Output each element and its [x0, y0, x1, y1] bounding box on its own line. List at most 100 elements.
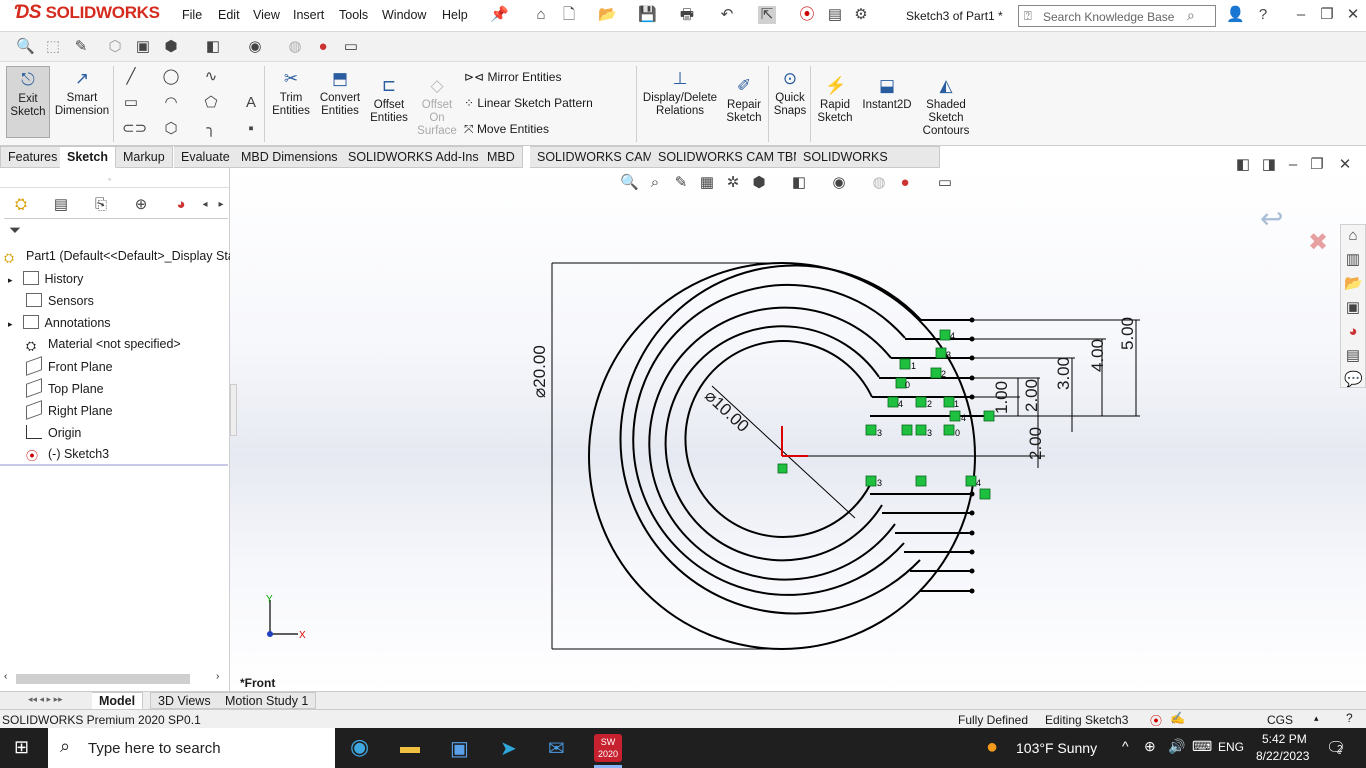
tab-markup[interactable]: Markup — [116, 146, 173, 168]
weather-sun-icon[interactable]: ● — [986, 736, 999, 758]
monitor-icon[interactable]: ▭ — [343, 38, 359, 55]
tab-3d-views[interactable]: 3D Views — [150, 692, 219, 709]
spline-icon[interactable]: ∿ — [204, 68, 218, 85]
notification-icon[interactable]: 🗨 — [1326, 740, 1347, 757]
language-indicator[interactable]: ENG — [1218, 740, 1245, 754]
feature-tree-icon[interactable]: ⛭ — [14, 196, 27, 213]
slot-icon[interactable]: ⊂⊃ — [122, 120, 148, 137]
select-arrow-icon[interactable]: ⇱ — [758, 6, 776, 24]
options-gear-icon[interactable]: ⚙ — [854, 6, 868, 23]
configuration-manager-icon[interactable]: ⎘ — [94, 196, 107, 213]
previous-view-icon[interactable]: ✎ — [674, 174, 688, 191]
sw-resources-icon[interactable]: ⌂ — [1348, 227, 1358, 244]
tray-chevron-icon[interactable]: ^ — [1122, 738, 1129, 754]
text-icon[interactable]: A — [245, 94, 256, 111]
menu-file[interactable]: File — [182, 8, 203, 22]
tree-root-part1[interactable]: ⛭Part1 (Default<<Default>_Display Sta — [4, 249, 235, 265]
fillet-icon[interactable]: ╮ — [206, 120, 216, 137]
minimize-icon[interactable]: – — [1296, 6, 1306, 23]
line-icon[interactable]: ╱ — [126, 68, 136, 85]
tree-item-material[interactable]: ⛭Material <not specified> — [26, 337, 181, 353]
tab-solidworks-add-ins[interactable]: SOLIDWORKS Add-Ins — [341, 146, 487, 168]
move-entities-button[interactable]: ⤧ Move Entities — [464, 122, 549, 136]
tab-model[interactable]: Model — [92, 692, 144, 709]
telegram-icon[interactable]: ➤ — [500, 738, 517, 760]
offset-on-surface-button[interactable]: ◇Offset On Surface — [417, 76, 457, 137]
view-settings-icon[interactable]: ▭ — [937, 174, 953, 191]
hide-show-icon[interactable]: ◉ — [248, 38, 262, 55]
instant2d-button[interactable]: ⬓Instant2D — [862, 76, 912, 111]
apply-scene-icon[interactable]: ● — [900, 174, 910, 191]
spiral-arc-2[interactable] — [664, 325, 883, 562]
unit-system[interactable]: CGS — [1267, 713, 1294, 727]
tree-item-sensors[interactable]: Sensors — [26, 293, 94, 308]
help-status-icon[interactable]: ? — [1346, 711, 1353, 725]
menu-view[interactable]: View — [253, 8, 280, 22]
scroll-right-arrow[interactable]: › — [216, 671, 220, 682]
zoom-to-area-icon[interactable]: ⌕ — [650, 174, 660, 191]
spiral-arc-4[interactable] — [632, 283, 906, 596]
dim-2-00-lower[interactable]: 2.00 — [1026, 426, 1045, 460]
circle-icon[interactable]: ◯ — [162, 68, 180, 85]
menu-tools[interactable]: Tools — [339, 8, 369, 22]
property-manager-icon[interactable]: ▤ — [53, 196, 69, 213]
network-icon[interactable]: ⊕ — [1144, 738, 1156, 754]
scroll-thumb[interactable] — [16, 674, 190, 684]
dim-diameter-20[interactable]: ⌀20.00 — [530, 345, 549, 398]
polygon-icon[interactable]: ⬠ — [204, 94, 218, 111]
save-icon[interactable]: 💾 — [638, 6, 657, 23]
scroll-left-arrow[interactable]: ‹ — [4, 671, 8, 682]
horizontal-scrollbar[interactable]: ‹ › — [2, 671, 228, 687]
menu-window[interactable]: Window — [382, 8, 427, 22]
new-document-icon[interactable]: 🗋 — [562, 6, 576, 23]
tab-mbd-dimensions[interactable]: MBD Dimensions — [234, 146, 346, 168]
spiral-arc-3[interactable] — [648, 306, 896, 581]
rebuild-traffic-light-icon[interactable]: ⦿ — [799, 6, 815, 23]
tab-evaluate[interactable]: Evaluate — [174, 146, 238, 168]
panel-collapse-handle[interactable] — [230, 384, 237, 436]
edit-appearance-icon[interactable]: ◍ — [288, 38, 302, 55]
arc-icon[interactable]: ◠ — [164, 94, 178, 111]
dim-1-00[interactable]: 1.00 — [992, 380, 1011, 414]
linear-sketch-pattern-button[interactable]: ⁘ Linear Sketch Pattern — [464, 96, 593, 110]
view-icon[interactable]: ⬡ — [108, 38, 122, 55]
spiral-arc-5[interactable] — [619, 264, 922, 615]
menu-help[interactable]: Help — [442, 8, 468, 22]
tree-item-front-plane[interactable]: Front Plane — [26, 356, 113, 376]
doc-minimize-icon[interactable]: – — [1288, 156, 1298, 173]
view-palette-icon[interactable]: ▣ — [1345, 299, 1361, 316]
custom-properties-icon[interactable]: ▤ — [1345, 347, 1361, 364]
dimxpert-icon[interactable]: ⊕ — [134, 196, 148, 213]
search-icon[interactable]: ⌕ — [1187, 7, 1195, 23]
tile-right-icon[interactable]: ◨ — [1261, 156, 1277, 173]
scroll-right-icon[interactable]: ▸ — [218, 199, 224, 210]
zoom-area-icon[interactable]: ⬚ — [45, 38, 61, 55]
rollback-bar[interactable] — [0, 464, 228, 466]
graphics-area[interactable]: 🔍 ⌕ ✎ ▦ ✲ ⬢ ◧ ◉ ◍ ● ▭ ◧ ◨ – ❐ ✕ ↩ ✖ ⌂ ▥ … — [230, 156, 1366, 691]
undo-icon[interactable]: ↶ — [720, 6, 734, 23]
tab-solidworks-cam[interactable]: SOLIDWORKS CAM — [530, 146, 661, 168]
store-icon[interactable]: ▣ — [450, 738, 469, 760]
file-explorer-icon[interactable]: ▬ — [400, 736, 420, 758]
ime-icon[interactable]: ⌨ — [1192, 738, 1213, 754]
3d-view-icon[interactable]: ▣ — [135, 38, 151, 55]
trim-entities-button[interactable]: ✂Trim Entities — [272, 69, 310, 117]
mirror-entities-button[interactable]: ⊳⊲ Mirror Entities — [464, 70, 562, 84]
dim-4-00[interactable]: 4.00 — [1088, 338, 1107, 372]
quick-snaps-button[interactable]: ⊙Quick Snaps — [773, 69, 807, 117]
scroll-left-icon[interactable]: ◂ — [202, 199, 208, 210]
tile-left-icon[interactable]: ◧ — [1235, 156, 1251, 173]
unit-dropdown-icon[interactable]: ▴ — [1314, 713, 1319, 723]
repair-sketch-button[interactable]: ✐Repair Sketch — [726, 76, 762, 124]
tab-features[interactable]: Features — [0, 146, 66, 168]
scene-icon[interactable]: ● — [318, 38, 328, 55]
menu-edit[interactable]: Edit — [218, 8, 240, 22]
offset-entities-button[interactable]: ⊏Offset Entities — [370, 76, 408, 124]
menu-insert[interactable]: Insert — [293, 8, 325, 22]
section-view-icon[interactable]: ✎ — [74, 38, 88, 55]
taskbar-search-input[interactable]: Type here to search — [88, 740, 221, 757]
dynamic-annotation-icon[interactable]: ✲ — [726, 174, 740, 191]
tab-sketch[interactable]: Sketch — [60, 146, 116, 168]
